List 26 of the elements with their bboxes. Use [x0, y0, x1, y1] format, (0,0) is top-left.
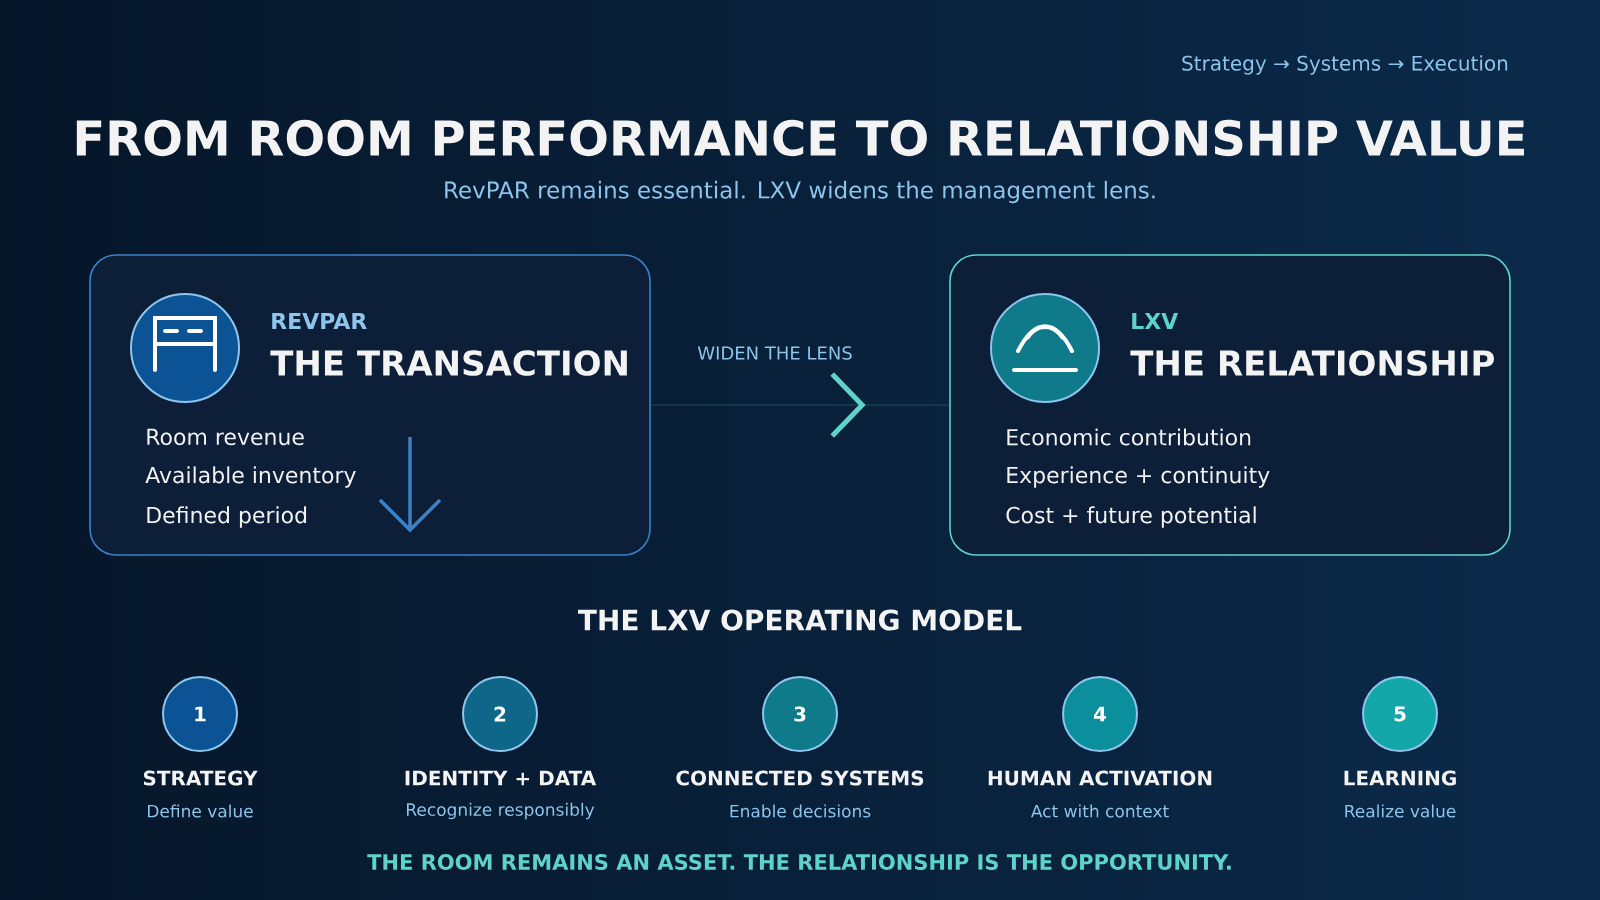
edge-label: WIDEN THE LENS [697, 346, 852, 360]
list-item: Cost + future potential [1006, 506, 1256, 528]
card-heading: THE TRANSACTION [270, 350, 627, 376]
closing-statement: THE ROOM REMAINS AN ASSET. THE RELATIONSHIP IS THE OPPORTUNITY. [367, 854, 1231, 870]
step-title: CONNECTED SYSTEMS [676, 770, 924, 786]
list-item: Defined period [147, 506, 307, 528]
step-description: Realize value [1345, 804, 1456, 818]
section-heading: THE LXV OPERATING MODEL [578, 609, 1022, 631]
step-title: HUMAN ACTIVATION [988, 770, 1212, 786]
card-heading: THE RELATIONSHIP [1130, 350, 1494, 376]
step-title: LEARNING [1344, 770, 1456, 786]
step-description: Enable decisions [730, 804, 871, 818]
title: FROM ROOM PERFORMANCE TO RELATIONSHIP VALUE [76, 119, 1524, 157]
step-description: Act with context [1031, 804, 1169, 818]
card-eyebrow: LXV [1132, 313, 1179, 329]
step-description: Define value [148, 804, 253, 818]
subtitle: RevPAR remains essential. LXV widens the management lens. [445, 180, 1155, 204]
list-item: Available inventory [145, 466, 356, 488]
step-description: Recognize responsibly [407, 802, 595, 820]
list-item: Experience + continuity [1007, 466, 1270, 488]
list-item: Room revenue [147, 428, 304, 446]
step-title: IDENTITY + DATA [405, 770, 597, 786]
tagline: Strategy → Systems → Execution [1182, 55, 1508, 75]
list-item: Economic contribution [1007, 428, 1251, 446]
step-title: STRATEGY [143, 770, 258, 786]
card-eyebrow: REVPAR [272, 313, 367, 329]
